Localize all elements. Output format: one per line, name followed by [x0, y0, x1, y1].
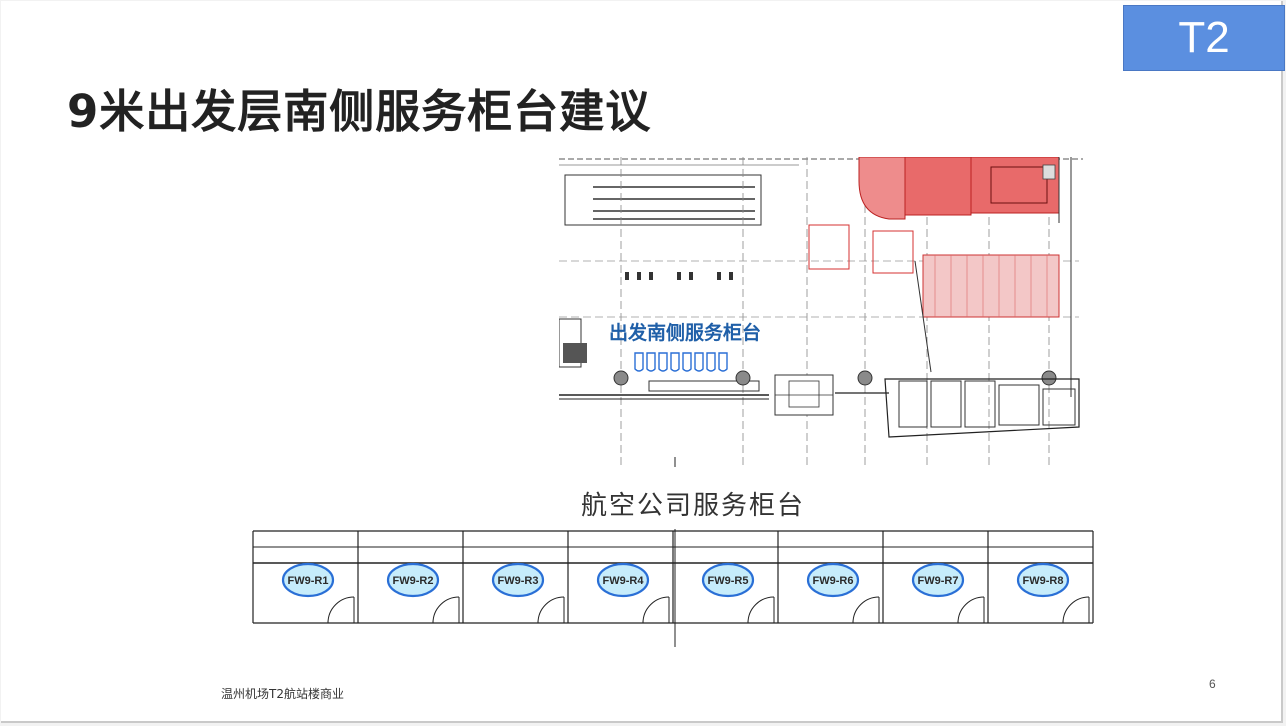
counter-label: FW9-R3 — [498, 575, 539, 587]
counter-badge — [701, 562, 755, 598]
counter-cell: FW9-R2 — [357, 531, 460, 624]
counter-cell: FW9-R1 — [281, 562, 355, 624]
counter-label: FW9-R2 — [393, 575, 434, 587]
counter-cell: FW9-R4 — [567, 531, 670, 624]
counter-badge — [281, 562, 335, 598]
counter-cell: FW9-R5 — [672, 531, 775, 624]
counter-cell: FW9-R3 — [462, 531, 565, 624]
counter-layout-diagram: FW9-R1 FW9-R2 FW9-R3 FW9-R4 FW9-R5 FW9-R6 FW9-… — [252, 529, 1094, 647]
terminal-badge: T2 — [1123, 5, 1285, 71]
counter-badge — [806, 562, 860, 598]
counter-label: FW9-R8 — [1023, 575, 1064, 587]
counter-cell: FW9-R6 — [777, 531, 880, 624]
counter-label: FW9-R6 — [813, 575, 854, 587]
counter-badge — [596, 562, 650, 598]
counter-badge — [386, 562, 440, 598]
counter-label: FW9-R5 — [708, 575, 749, 587]
counter-label: FW9-R1 — [288, 575, 329, 587]
page-number: 6 — [1209, 677, 1216, 691]
floor-plan-drawing: 出发南侧服务柜台 — [559, 157, 1083, 467]
counter-badge — [491, 562, 545, 598]
counter-badge — [911, 562, 965, 598]
counter-caption: 航空公司服务柜台 — [581, 491, 806, 521]
page-title: 9米出发层南侧服务柜台建议 — [67, 85, 652, 138]
plan-counter-label: 出发南侧服务柜台 — [609, 321, 761, 344]
counter-cell: FW9-R8 — [987, 531, 1090, 624]
counter-label: FW9-R4 — [603, 575, 645, 587]
counter-cell: FW9-R7 — [882, 531, 985, 624]
counter-badge — [1016, 562, 1070, 598]
footer-text: 温州机场T2航站楼商业 — [221, 687, 344, 701]
counter-label: FW9-R7 — [918, 575, 959, 587]
